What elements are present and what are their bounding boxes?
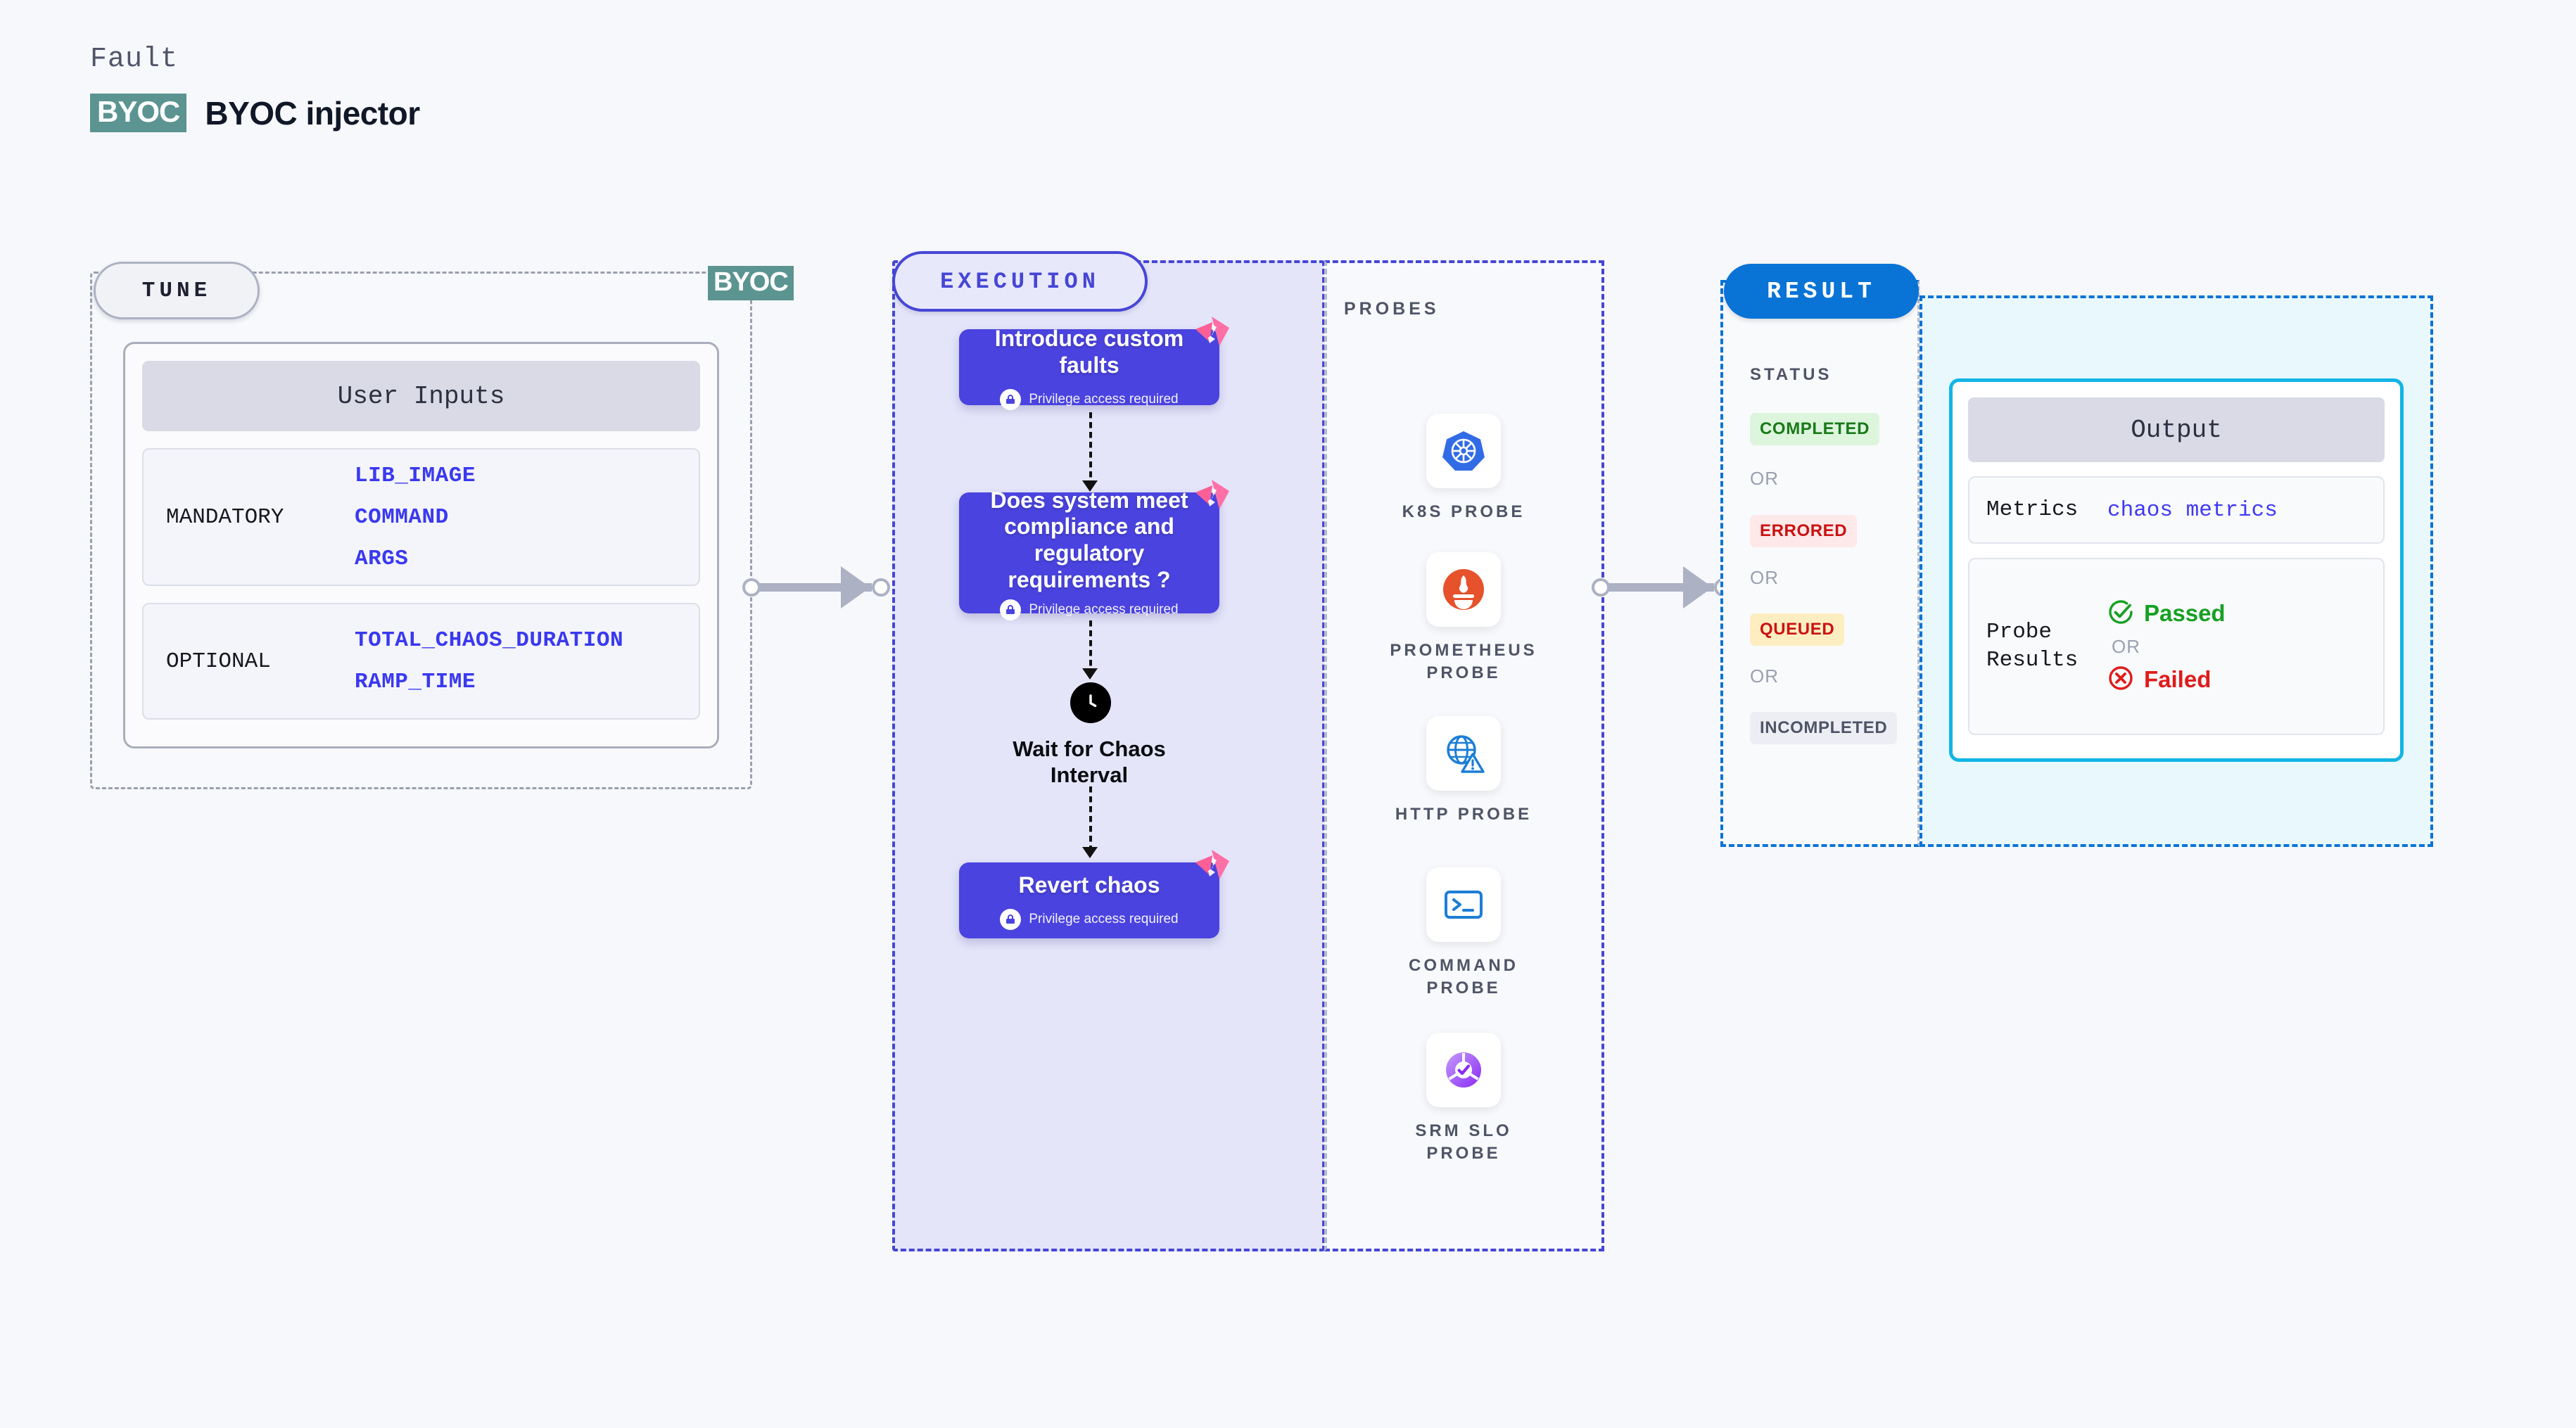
- execution-section-chip[interactable]: EXECUTION: [892, 251, 1148, 312]
- flow-node-title: Introduce custom faults: [994, 326, 1184, 378]
- privilege-note-text: Privilege access required: [1029, 391, 1179, 407]
- flow-node-revert-chaos[interactable]: Revert chaos Privilege access required: [959, 850, 1229, 938]
- prometheus-icon: [1426, 552, 1501, 627]
- metrics-value[interactable]: chaos metrics: [2107, 497, 2278, 523]
- harness-logo-icon: [1191, 846, 1232, 886]
- flow-arrow-1: [1089, 412, 1092, 480]
- privilege-note-text: Privilege access required: [1029, 911, 1179, 926]
- result-status-panel: [1720, 280, 1920, 847]
- tune-byoc-badge: BYOC: [708, 266, 794, 300]
- eyebrow-label: Fault: [90, 44, 179, 75]
- title-row: BYOC BYOC injector: [90, 94, 420, 132]
- passed-label: Passed: [2144, 600, 2226, 626]
- page-title: BYOC injector: [205, 94, 420, 132]
- check-circle-icon: [2107, 599, 2134, 629]
- harness-logo-icon: [1191, 476, 1232, 516]
- privilege-note: Privilege access required: [1000, 388, 1179, 410]
- byoc-badge: BYOC: [90, 94, 187, 132]
- execution-panel: [892, 260, 1325, 1251]
- connector-execution-to-result: [1592, 566, 1732, 608]
- kubernetes-icon: [1426, 414, 1501, 488]
- status-or-3: OR: [1750, 665, 1779, 687]
- probe-item-srm-slo[interactable]: SRM SLO PROBE: [1390, 1033, 1537, 1166]
- lock-icon: [1000, 908, 1022, 930]
- clock-icon: [1070, 682, 1111, 723]
- probe-results-label: Probe Results: [1986, 620, 2079, 672]
- probe-result-or: OR: [2112, 635, 2140, 657]
- metrics-label: Metrics: [1986, 497, 2079, 523]
- user-inputs-title: User Inputs: [142, 361, 700, 431]
- probe-label: SRM SLO PROBE: [1415, 1121, 1512, 1164]
- status-title: STATUS: [1750, 365, 1832, 384]
- wait-for-chaos-interval-label: Wait for Chaos Interval: [1013, 737, 1166, 788]
- flow-node-compliance-check[interactable]: Does system meet compliance and regulato…: [959, 480, 1229, 620]
- status-or-2: OR: [1750, 567, 1779, 588]
- probe-label: COMMAND PROBE: [1409, 956, 1518, 998]
- srm-slo-icon: [1426, 1033, 1501, 1107]
- x-circle-icon: [2107, 665, 2134, 695]
- probe-result-passed: Passed: [2107, 599, 2226, 629]
- input-ramp-time: RAMP_TIME: [355, 670, 476, 694]
- probes-title: PROBES: [1344, 299, 1440, 319]
- probe-item-k8s[interactable]: K8S PROBE: [1390, 414, 1537, 523]
- optional-values: TOTAL_CHAOS_DURATION RAMP_TIME: [355, 628, 623, 694]
- probe-item-command[interactable]: COMMAND PROBE: [1390, 867, 1537, 1000]
- probe-label: K8S PROBE: [1402, 502, 1525, 521]
- flow-arrow-3-head: [1082, 847, 1098, 858]
- privilege-note-text: Privilege access required: [1029, 601, 1179, 617]
- user-inputs-card: User Inputs MANDATORY LIB_IMAGE COMMAND …: [123, 342, 719, 748]
- input-args: ARGS: [355, 546, 409, 571]
- probe-results-values: Passed OR Failed: [2107, 599, 2226, 695]
- flow-arrow-3: [1089, 786, 1092, 850]
- status-badge-queued: QUEUED: [1750, 613, 1845, 646]
- status-badge-errored: ERRORED: [1750, 515, 1858, 547]
- status-badge-completed: COMPLETED: [1750, 413, 1880, 445]
- flow-arrow-2: [1089, 620, 1092, 671]
- tune-section-chip[interactable]: TUNE: [94, 262, 260, 319]
- lock-icon: [1000, 599, 1022, 620]
- flow-arrow-2-head: [1082, 668, 1098, 680]
- connector-tune-to-execution: [742, 566, 890, 608]
- mandatory-inputs-block: MANDATORY LIB_IMAGE COMMAND ARGS: [142, 448, 700, 586]
- probe-results-row: Probe Results Passed OR: [1968, 558, 2385, 735]
- probe-item-http[interactable]: HTTP PROBE: [1390, 716, 1537, 826]
- privilege-note: Privilege access required: [1000, 908, 1179, 930]
- status-or-1: OR: [1750, 468, 1779, 489]
- metrics-row: Metrics chaos metrics: [1968, 476, 2385, 544]
- harness-logo-icon: [1191, 312, 1232, 353]
- http-globe-icon: [1426, 716, 1501, 791]
- input-command: COMMAND: [355, 504, 449, 530]
- probe-item-prometheus[interactable]: PROMETHEUS PROBE: [1390, 552, 1537, 685]
- privilege-note: Privilege access required: [1000, 599, 1179, 620]
- flow-node-title: Revert chaos: [1018, 872, 1160, 898]
- output-title: Output: [1968, 397, 2385, 462]
- status-badge-incompleted: INCOMPLETED: [1750, 712, 1898, 744]
- result-section-chip[interactable]: RESULT: [1724, 264, 1919, 319]
- output-card: Output Metrics chaos metrics Probe Resul…: [1949, 378, 2404, 762]
- probe-label: HTTP PROBE: [1395, 805, 1533, 824]
- flow-node-title: Does system meet compliance and regulato…: [990, 487, 1188, 592]
- terminal-icon: [1426, 867, 1501, 942]
- probe-label: PROMETHEUS PROBE: [1390, 641, 1537, 683]
- flow-node-introduce-custom-faults[interactable]: Introduce custom faults Privilege access…: [959, 317, 1229, 410]
- page-header: Fault BYOC BYOC injector: [90, 44, 420, 132]
- mandatory-label: MANDATORY: [166, 504, 284, 530]
- lock-icon: [1000, 388, 1022, 410]
- optional-label: OPTIONAL: [166, 649, 271, 674]
- input-lib-image: LIB_IMAGE: [355, 463, 476, 488]
- optional-inputs-block: OPTIONAL TOTAL_CHAOS_DURATION RAMP_TIME: [142, 603, 700, 720]
- mandatory-values: LIB_IMAGE COMMAND ARGS: [355, 464, 476, 571]
- input-total-chaos-duration: TOTAL_CHAOS_DURATION: [355, 628, 624, 653]
- probe-result-failed: Failed: [2107, 665, 2226, 695]
- failed-label: Failed: [2144, 666, 2212, 692]
- flow-arrow-1-head: [1082, 480, 1098, 492]
